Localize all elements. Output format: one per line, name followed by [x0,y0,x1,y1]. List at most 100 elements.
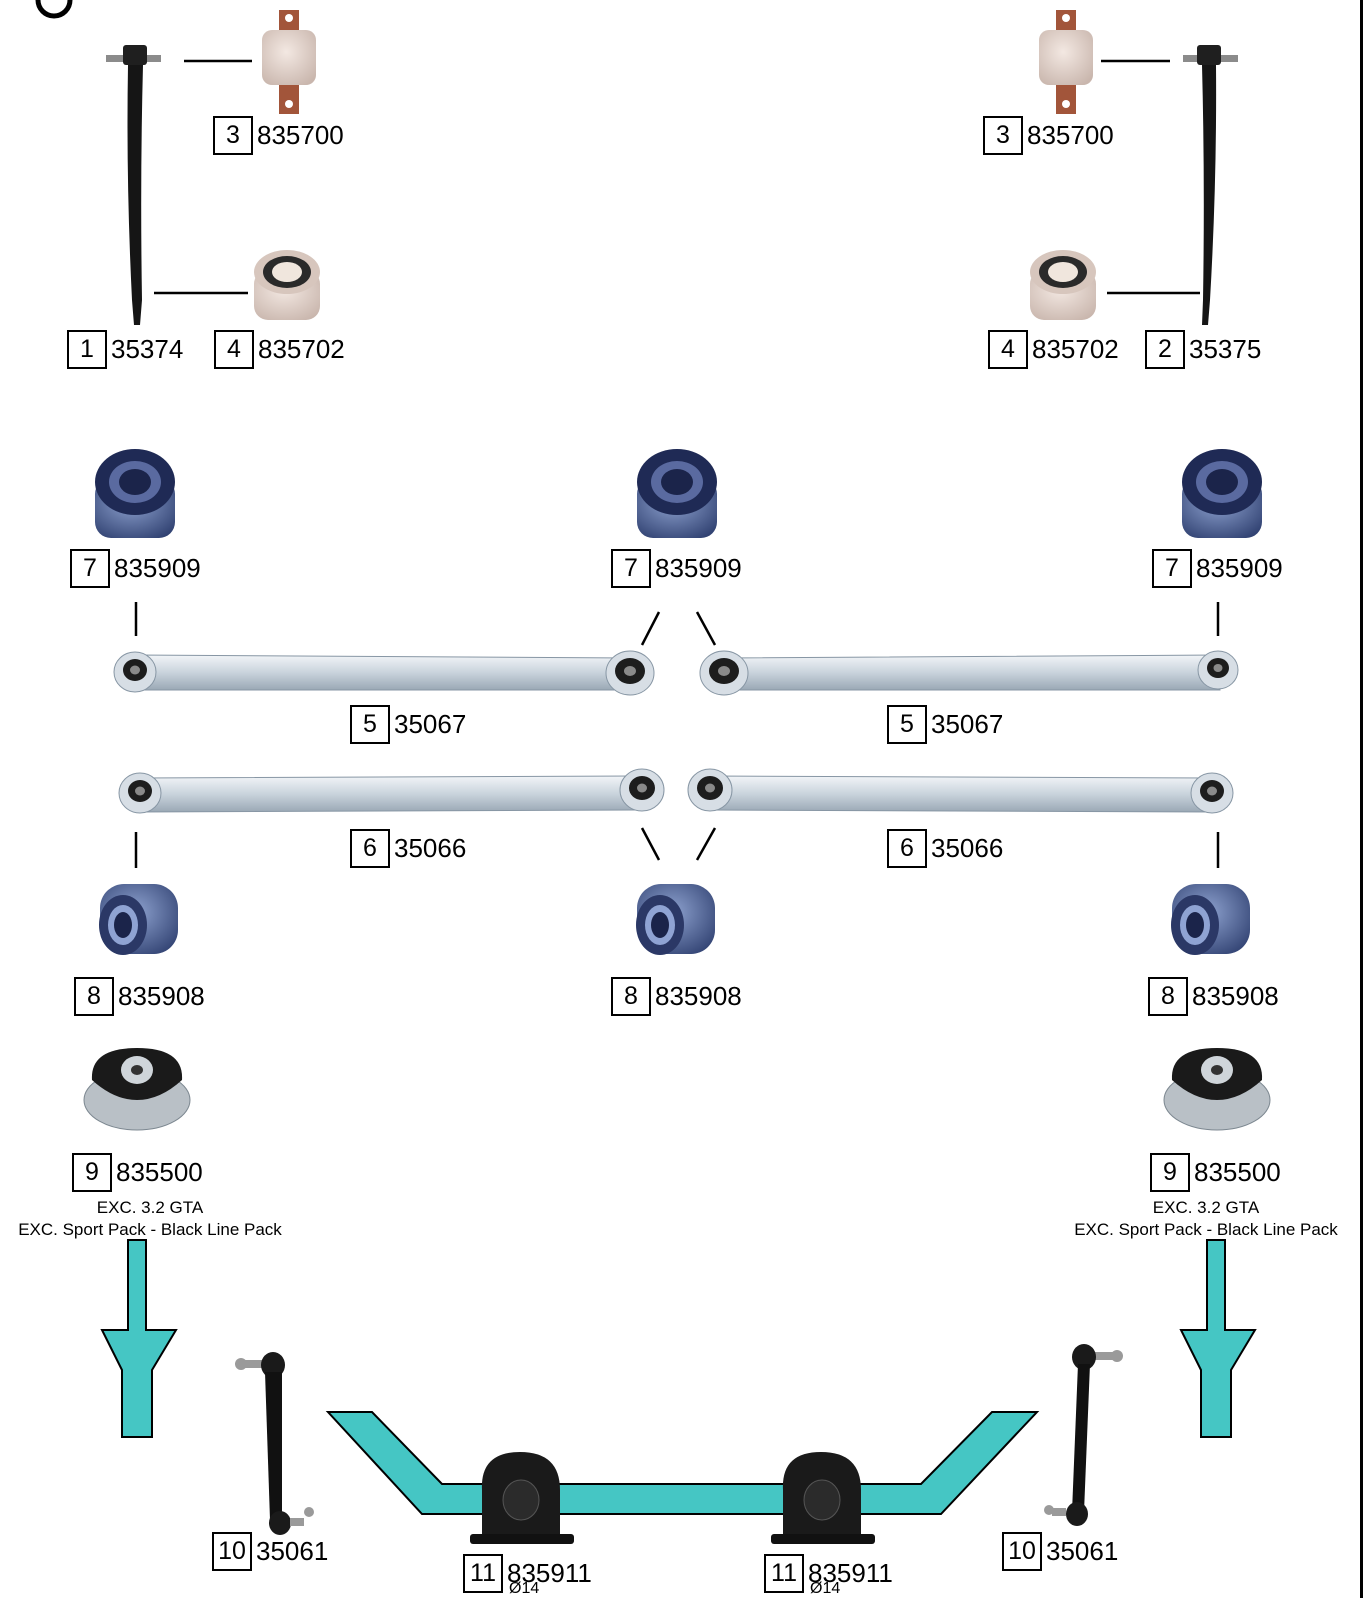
arrow-down-left [100,1239,178,1438]
part-number-box: 8 [611,977,651,1016]
label-part-8-right: 8 835908 [1148,977,1279,1016]
exclusion-note-right: EXC. 3.2 GTA EXC. Sport Pack - Black Lin… [1056,1197,1356,1241]
strut-mount-835500-left [83,1048,191,1131]
part-code: 835908 [118,981,205,1011]
part-number-box: 11 [463,1554,503,1593]
part-code: 835908 [1192,981,1279,1011]
part-code: 35061 [256,1536,329,1566]
bushing-835909-center [637,449,717,538]
label-part-7-right: 7 835909 [1152,549,1283,588]
part-code: 35061 [1046,1536,1119,1566]
part-code: 835909 [1196,553,1283,583]
label-part-6-left: 6 35066 [350,829,466,868]
part-number-box: 6 [887,829,927,868]
sway-bar-bushing-835911-right [771,1452,875,1544]
diameter-note-right: Ø14 [810,1580,841,1597]
label-part-8-left: 8 835908 [74,977,205,1016]
part-number-box: 3 [213,116,253,155]
diameter-note-left: Ø14 [509,1580,540,1597]
strut-mount-835500-right [1163,1048,1271,1131]
label-part-6-right: 6 35066 [887,829,1003,868]
connector-lines-7 [134,602,1220,646]
label-part-2: 2 35375 [1145,330,1261,369]
part-number-box: 7 [70,549,110,588]
bushing-835909-right [1182,449,1262,538]
part-number-box: 10 [212,1532,252,1571]
part-code: 835911 [507,1558,592,1588]
label-part-9-right: 9 835500 [1150,1153,1281,1192]
part-code: 35067 [394,709,467,739]
label-part-10-right: 10 35061 [1002,1532,1118,1571]
exclusion-line-2: EXC. Sport Pack - Black Line Pack [1074,1220,1338,1239]
lateral-arm-35066-left [118,768,665,814]
part-number-box: 5 [887,705,927,744]
bushing-835908-left [99,884,178,955]
part-code: 835700 [1027,120,1114,150]
sway-bar-bushing-835911-left [470,1452,574,1544]
bushing-835908-right [1171,884,1250,955]
part-code: 835908 [655,981,742,1011]
exclusion-line-2: EXC. Sport Pack - Black Line Pack [18,1220,282,1239]
label-part-3-right: 3 835700 [983,116,1114,155]
lateral-arm-35067-left [113,650,655,696]
part-number-box: 4 [214,330,254,369]
part-number-box: 9 [72,1153,112,1192]
part-code: 835909 [114,553,201,583]
logo-icon [35,0,73,19]
label-part-7-center: 7 835909 [611,549,742,588]
part-number-box: 9 [1150,1153,1190,1192]
part-number-box: 10 [1002,1532,1042,1571]
anti-roll-bar [325,1411,1040,1515]
connector-lines-top [154,59,1200,295]
part-code: 35066 [394,833,467,863]
part-code: 835702 [258,334,345,364]
label-part-4-left: 4 835702 [214,330,345,369]
bushing-835702-right [1030,250,1096,320]
stabilizer-link-35061-right [1044,1344,1123,1526]
part-number-box: 5 [350,705,390,744]
right-border [1360,0,1363,1598]
label-part-9-left: 9 835500 [72,1153,203,1192]
bushing-835700-right [1039,10,1093,114]
part-code: 835700 [257,120,344,150]
label-part-10-left: 10 35061 [212,1532,328,1571]
part-number-box: 7 [611,549,651,588]
label-part-4-right: 4 835702 [988,330,1119,369]
stabilizer-link-35061-left [235,1352,314,1535]
bushing-835908-center [636,884,715,955]
lateral-arm-35067-right [699,650,1239,696]
label-part-11-right: 11 835911 [764,1554,893,1593]
bushing-835702-left [254,250,320,320]
part-code: 835500 [116,1157,203,1187]
label-part-8-center: 8 835908 [611,977,742,1016]
part-number-box: 1 [67,330,107,369]
part-code: 35374 [111,334,184,364]
part-number-box: 8 [1148,977,1188,1016]
part-number-box: 11 [764,1554,804,1593]
trailing-arm-right [1183,45,1238,325]
part-code: 835911 [808,1558,893,1588]
part-code: 835909 [655,553,742,583]
part-code: 35375 [1189,334,1262,364]
part-number-box: 3 [983,116,1023,155]
part-code: 35066 [931,833,1004,863]
bushing-835700-left [262,10,316,114]
exclusion-line-1: EXC. 3.2 GTA [96,1198,204,1217]
label-part-3-left: 3 835700 [213,116,344,155]
label-part-11-left: 11 835911 [463,1554,592,1593]
label-part-5-left: 5 35067 [350,705,466,744]
lateral-arm-35066-right [687,768,1234,814]
arrow-down-right [1179,1239,1257,1438]
exclusion-note-left: EXC. 3.2 GTA EXC. Sport Pack - Black Lin… [0,1197,300,1241]
bushing-835909-left [95,449,175,538]
part-number-box: 7 [1152,549,1192,588]
connector-lines-8 [134,827,1220,868]
label-part-1: 1 35374 [67,330,183,369]
part-number-box: 2 [1145,330,1185,369]
label-part-7-left: 7 835909 [70,549,201,588]
label-part-5-right: 5 35067 [887,705,1003,744]
part-number-box: 8 [74,977,114,1016]
part-number-box: 4 [988,330,1028,369]
exclusion-line-1: EXC. 3.2 GTA [1152,1198,1260,1217]
